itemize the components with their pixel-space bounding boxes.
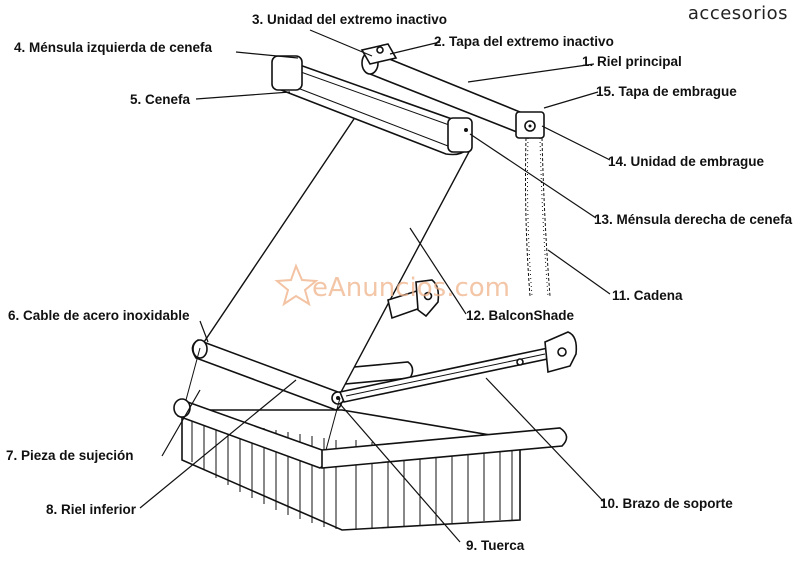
label-unidad-embrague: 14. Unidad de embrague [608,154,765,169]
watermark-text: eAnuncios.com [312,273,510,303]
chain [525,137,551,297]
steel-cables [185,347,341,451]
leader-lines [139,29,611,543]
label-tapa-extremo-inactivo: 2. Tapa del extremo inactivo [434,34,614,49]
back-arm-bracket [387,279,440,320]
watermark: eAnuncios.com [274,263,510,307]
label-cable-acero: 6. Cable de acero inoxidable [8,308,190,323]
label-cenefa: 5. Cenefa [130,92,191,107]
label-brazo-soporte: 10. Brazo de soporte [600,496,733,511]
header-title: accesorios [687,3,788,24]
label-balconshade: 12. BalconShade [466,308,575,323]
label-mensula-izquierda: 4. Ménsula izquierda de cenefa [14,40,213,55]
label-mensula-derecha: 13. Ménsula derecha de cenefa [594,212,793,227]
label-tapa-embrague: 15. Tapa de embrague [596,84,737,99]
label-unidad-extremo-inactivo: 3. Unidad del extremo inactivo [252,12,447,27]
label-tuerca: 9. Tuerca [466,538,525,553]
label-riel-principal: 1. Riel principal [582,54,682,69]
label-cadena: 11. Cadena [612,288,683,303]
star-icon [274,263,319,307]
label-riel-inferior: 8. Riel inferior [46,502,137,517]
shade-fabric [198,109,471,395]
support-arm [338,331,578,403]
valance [271,55,473,156]
main-roller [360,43,545,139]
labels: 4. Ménsula izquierda de cenefa 5. Cenefa… [6,12,793,553]
label-pieza-sujecion: 7. Pieza de sujeción [6,448,134,463]
